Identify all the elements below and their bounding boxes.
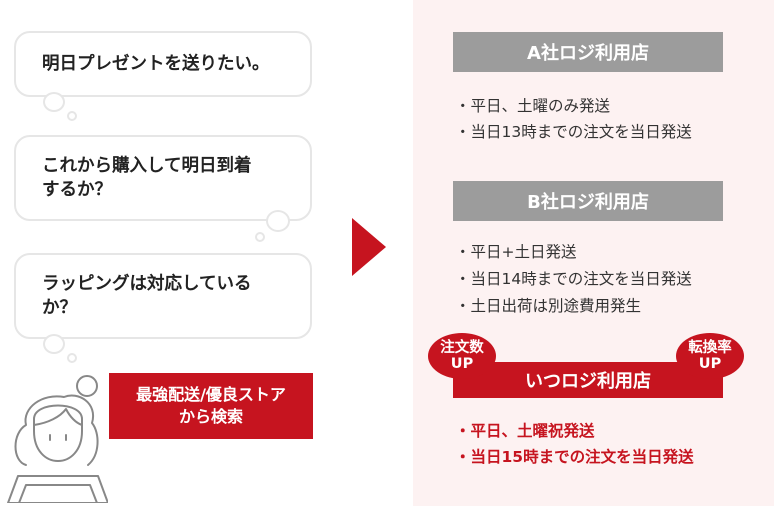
company-b-item: ・平日+土日発送 [455, 243, 577, 261]
search-strong-delivery-badge: 最強配送/優良ストア から検索 [109, 373, 313, 439]
company-b-item: ・当日14時までの注文を当日発送 [455, 270, 692, 288]
bubble-tail-dot [67, 353, 77, 363]
thought-bubble-wrapping: ラッピングは対応している か？ [14, 253, 312, 339]
itsu-logi-header: いつロジ利用店 [453, 362, 723, 398]
order-up-badge: 注文数 UP [428, 333, 496, 379]
bubble-tail-dot [255, 232, 265, 242]
company-b-item: ・土日出荷は別途費用発生 [455, 297, 642, 315]
bubble-tail-circle [43, 92, 65, 112]
company-a-item: ・平日、土曜のみ発送 [455, 97, 611, 115]
bubble-tail-circle [266, 210, 290, 232]
itsu-logi-item: ・当日15時までの注文を当日発送 [455, 448, 694, 466]
arrow-right-icon [352, 218, 386, 276]
user-laptop-icon [7, 375, 108, 503]
bubble-text: ラッピングは対応している か？ [42, 274, 252, 318]
bubble-tail-dot [67, 111, 77, 121]
itsu-logi-item: ・平日、土曜祝発送 [455, 422, 595, 440]
bubble-tail-circle [43, 334, 65, 354]
conversion-up-badge: 転換率 UP [676, 333, 744, 379]
thought-bubble-gift: 明日プレゼントを送りたい。 [14, 31, 312, 97]
comparison-panel [413, 0, 774, 506]
thought-bubble-delivery: これから購入して明日到着 するか？ [14, 135, 312, 221]
company-a-item: ・当日13時までの注文を当日発送 [455, 123, 692, 141]
company-a-header: A社ロジ利用店 [453, 32, 723, 72]
company-b-header: B社ロジ利用店 [453, 181, 723, 221]
bubble-text: 明日プレゼントを送りたい。 [42, 54, 270, 74]
bubble-text: これから購入して明日到着 するか？ [42, 156, 252, 200]
